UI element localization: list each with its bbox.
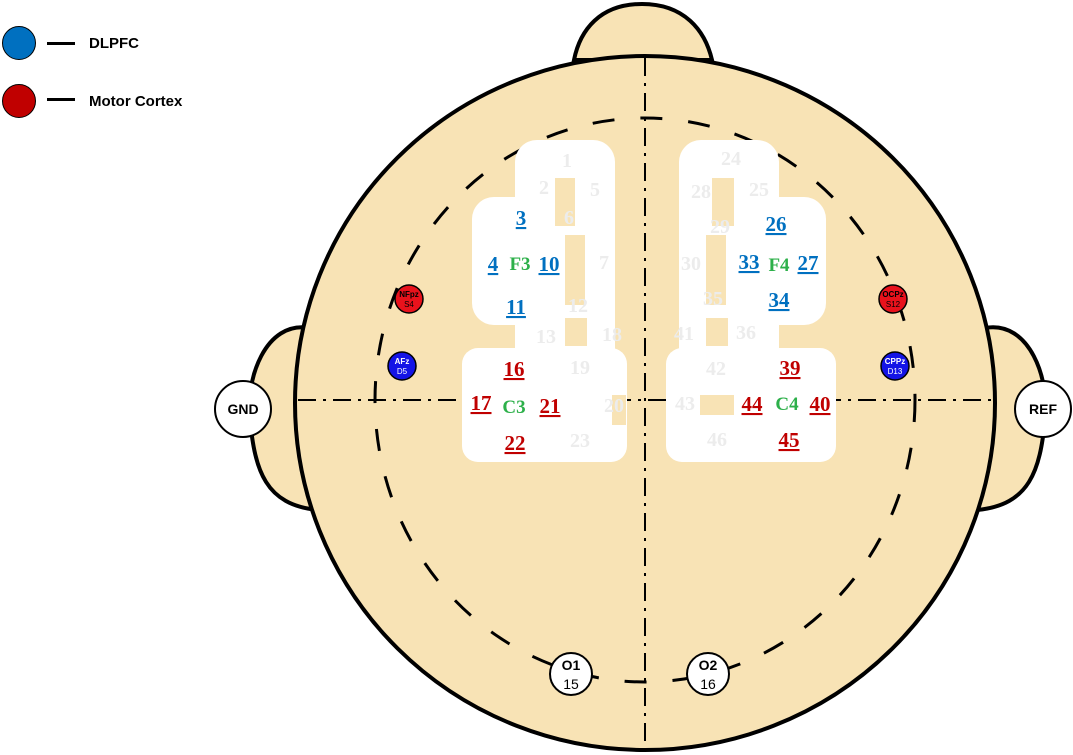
channel-30: 30 [681, 253, 701, 275]
channel-45: 45 [779, 428, 800, 452]
electrode-o1-label: O1 [562, 657, 581, 673]
reference-electrode: REF [1014, 380, 1072, 438]
channel-34: 34 [769, 288, 791, 312]
reference-label: REF [1029, 401, 1057, 417]
short-channel-afz-id: D5 [397, 367, 408, 376]
channel-19: 19 [570, 357, 590, 379]
channel-7: 7 [599, 252, 609, 274]
short-channel-afz-label: AFz [395, 357, 410, 366]
ground-label: GND [227, 401, 258, 417]
channel-44: 44 [742, 392, 764, 416]
channel-17: 17 [471, 391, 492, 415]
channel-33: 33 [739, 250, 760, 274]
channel-2: 2 [539, 177, 549, 199]
electrode-f4: F4 [768, 255, 790, 276]
channel-1: 1 [562, 150, 572, 172]
legend-motor-dash [47, 98, 75, 101]
right-hemisphere-patch [666, 140, 836, 462]
dlpfc-channels: 3 4 10 11 26 33 27 34 [488, 206, 819, 319]
channel-29: 29 [710, 216, 730, 238]
channel-43: 43 [675, 393, 695, 415]
inner-circle [373, 116, 917, 684]
short-channel-cppz-label: CPPz [885, 357, 905, 366]
electrode-c3: C3 [502, 397, 525, 418]
channel-4: 4 [488, 252, 499, 276]
channel-36: 36 [736, 322, 756, 344]
electrode-o1: O1 15 [549, 652, 593, 696]
electrode-o1-number: 15 [563, 676, 579, 692]
channel-35: 35 [703, 288, 723, 310]
electrode-o2: O2 16 [686, 652, 730, 696]
channel-5: 5 [590, 179, 600, 201]
channel-39: 39 [780, 356, 801, 380]
short-channel-ocpz-id: S12 [886, 300, 901, 309]
short-channel-cppz-id: D13 [888, 367, 903, 376]
short-channel-afz: AFz D5 [387, 351, 417, 381]
nose [571, 1, 715, 62]
channel-21: 21 [540, 394, 561, 418]
channel-27: 27 [798, 251, 819, 275]
short-channel-ocpz: OCPz S12 [878, 284, 908, 314]
short-channel-nfpz-label: NFpz [399, 290, 419, 299]
channel-24: 24 [721, 148, 741, 170]
short-channel-cppz: CPPz D13 [880, 351, 910, 381]
legend-motor-dot [2, 84, 36, 118]
channel-12: 12 [568, 295, 588, 317]
short-channel-ocpz-label: OCPz [882, 290, 903, 299]
legend-dlpfc-label: DLPFC [89, 35, 139, 52]
channel-10: 10 [539, 252, 560, 276]
ground-electrode: GND [214, 380, 272, 438]
channel-16: 16 [504, 357, 525, 381]
inactive-channels: 1 2 5 6 7 12 13 18 19 20 23 24 28 25 29 … [536, 148, 769, 452]
short-channel-nfpz-id: S4 [404, 300, 414, 309]
channel-40: 40 [810, 392, 831, 416]
channel-23: 23 [570, 430, 590, 452]
channel-42: 42 [706, 358, 726, 380]
channel-18: 18 [602, 324, 622, 346]
channel-13: 13 [536, 326, 556, 348]
electrode-o2-label: O2 [699, 657, 718, 673]
electrode-f3: F3 [509, 254, 530, 275]
legend-motor-label: Motor Cortex [89, 93, 183, 110]
legend-dlpfc-dash [47, 42, 75, 45]
channel-28: 28 [691, 181, 711, 203]
electrode-c4: C4 [775, 394, 799, 415]
channel-6: 6 [564, 207, 574, 229]
channel-20: 20 [604, 395, 624, 417]
channel-3: 3 [516, 206, 527, 230]
channel-22: 22 [505, 431, 526, 455]
channel-46: 46 [707, 429, 727, 451]
optode-gaps [555, 178, 734, 425]
channel-41: 41 [674, 323, 694, 345]
reference-electrodes: F3 F4 C3 C4 [502, 254, 799, 418]
channel-26: 26 [766, 212, 787, 236]
short-channel-nfpz: NFpz S4 [394, 284, 424, 314]
legend-dlpfc-dot [2, 26, 36, 60]
channel-11: 11 [506, 295, 526, 319]
electrode-o2-number: 16 [700, 676, 716, 692]
channel-25: 25 [749, 179, 769, 201]
motor-channels: 16 17 21 22 39 44 40 45 [471, 356, 831, 455]
